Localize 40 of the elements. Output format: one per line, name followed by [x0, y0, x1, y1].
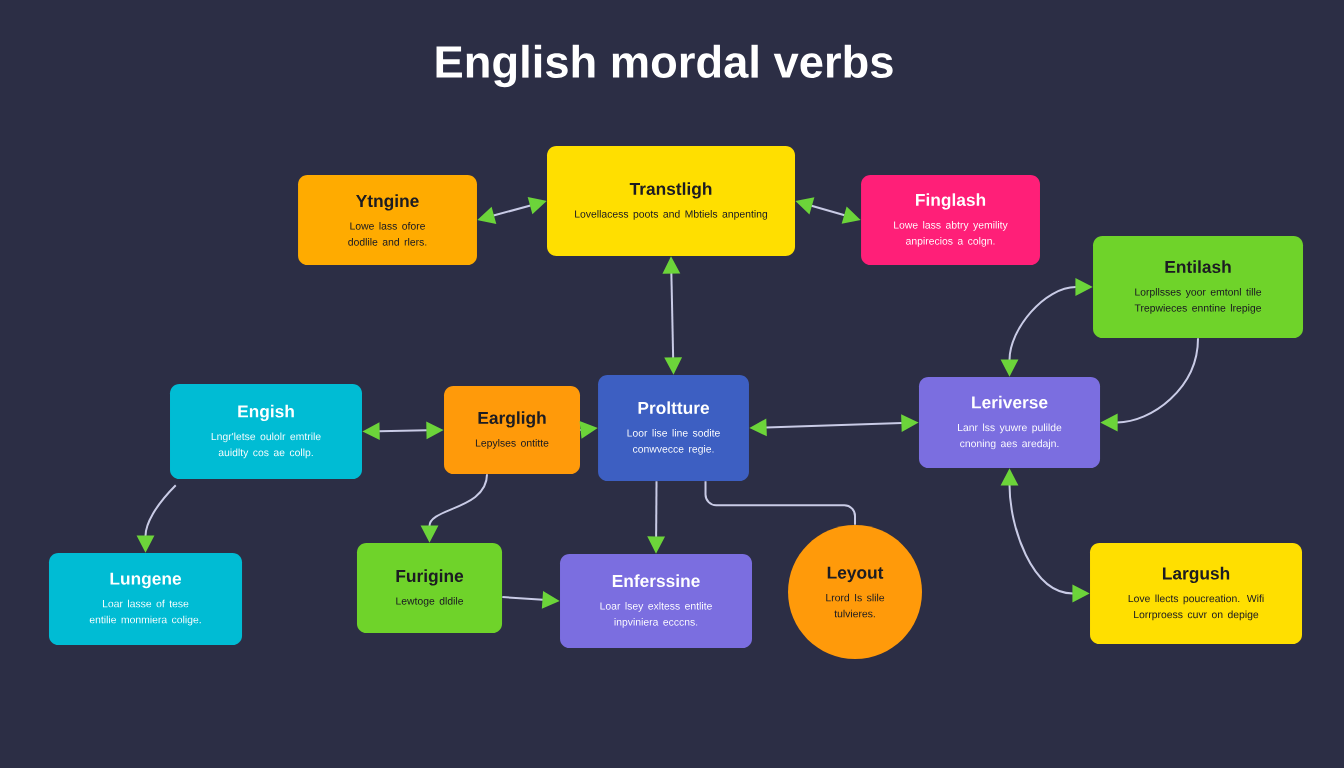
process-box [444, 386, 580, 474]
box-text: Lowe lass ofore dodlile and rlers. [348, 222, 427, 246]
box-title: Proltture [638, 401, 710, 415]
box-title: Engish [238, 404, 294, 422]
title: English mordal verbs [436, 44, 893, 88]
process-box [560, 554, 752, 648]
process-box [298, 175, 477, 265]
box-text: Lowe lass abtry yemility anpirecios a colgn. [894, 221, 1008, 247]
box-title: Enferssine [612, 574, 700, 588]
box-title: Eargligh [478, 411, 546, 428]
process-box [861, 175, 1040, 265]
circle-node [788, 525, 922, 659]
box-title: Entilash [1165, 260, 1231, 274]
process-box [356, 543, 503, 633]
process-box [1093, 236, 1303, 338]
box-title: Furigine [396, 569, 464, 586]
box-text: Love llects poucreation. Wifi Lorrproess cuvr on depige [1128, 594, 1264, 621]
box-title: Ytngine [356, 194, 419, 211]
box-title: Finglash [916, 193, 986, 210]
box-text: Lanr lss yuwre pulilde cnoning aes aredajn. [958, 423, 1062, 450]
process-box [547, 146, 795, 256]
box-text: Loor lise line sodite conwvecce regie. [627, 429, 720, 455]
box-title: Lungene [110, 572, 182, 589]
box-text: Lrord Is slile tulvieres. [826, 593, 885, 618]
process-box [170, 384, 362, 479]
process-box [598, 375, 749, 481]
box-text: Loar lasse of tese entilie monmiera colige. [89, 599, 201, 626]
box-text: Loar lsey exltess entlite inpviniera ecccns. [600, 602, 712, 628]
box-text: Lngr'letse oulolr emtrile auidlty cos ae collp. [211, 432, 321, 459]
process-box [1090, 542, 1302, 645]
box-text: Lovellacess poots and Mbtiels anpenting [575, 210, 768, 220]
process-box [48, 553, 243, 645]
box-title: Leriverse [972, 395, 1048, 409]
box-title: Largush [1163, 566, 1230, 584]
box-text: Lewtoge dldile [396, 597, 464, 607]
process-box [919, 377, 1101, 468]
box-title: Leyout [827, 566, 884, 583]
box-text: Lepylses ontitte [475, 439, 549, 449]
box-title: Transtligh [629, 182, 712, 199]
box-text: Lorpllsses yoor emtonl tille Trepwieces enntine lrepige [1134, 288, 1262, 314]
